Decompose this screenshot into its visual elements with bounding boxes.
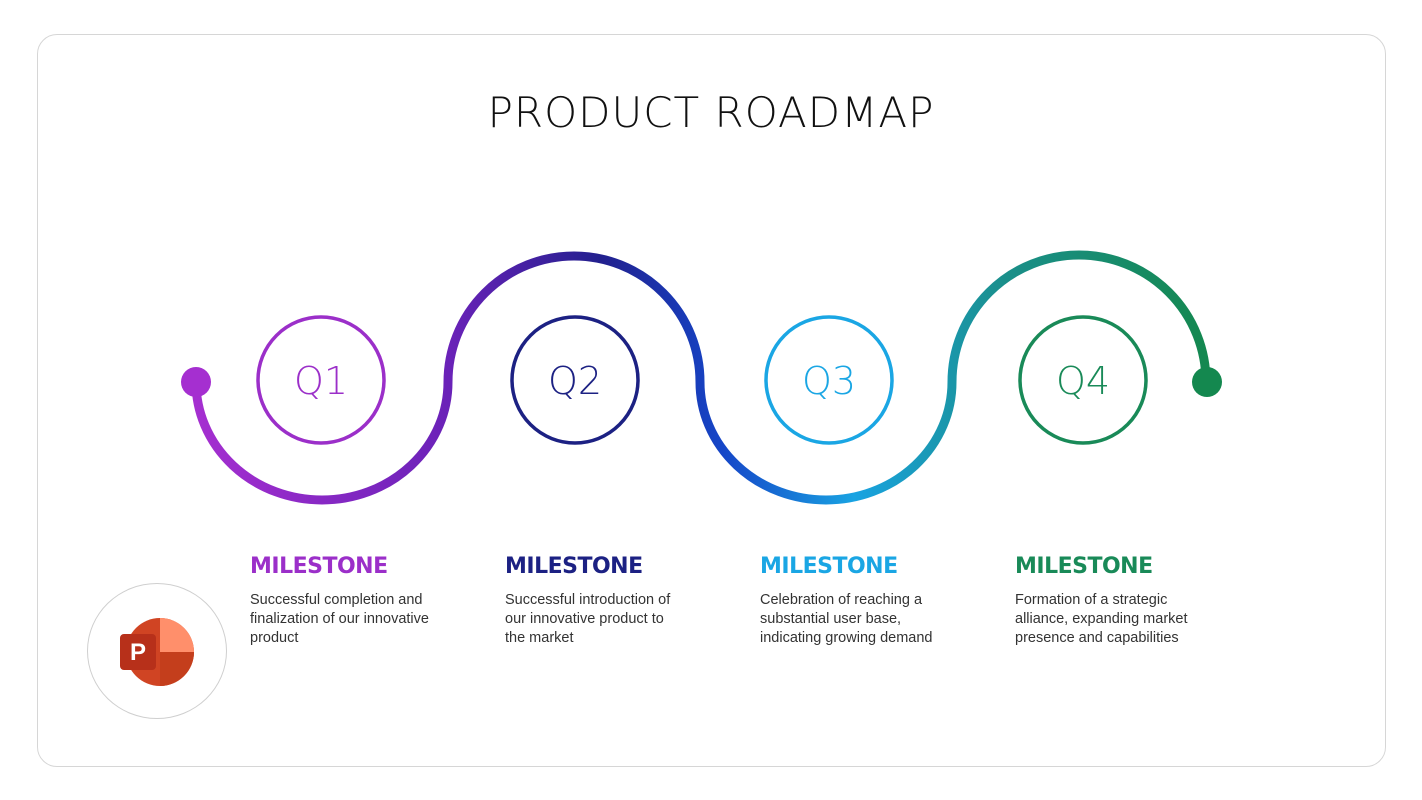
app-icon-badge: P [87, 583, 227, 719]
milestone-description: Celebration of reaching a substantial us… [760, 592, 933, 646]
quarter-circle-q2 [510, 315, 640, 445]
milestone-description: Formation of a strategic alliance, expan… [1015, 592, 1188, 646]
quarter-label: Q1 [294, 359, 348, 403]
milestone-3: MILESTONE Celebration of reaching a subst… [760, 554, 980, 648]
milestone-description: Successful completion and finalization o… [250, 592, 429, 646]
milestone-description: Successful introduction of our innovativ… [505, 592, 671, 646]
page-title: PRODUCT ROADMAP [487, 88, 935, 137]
quarter-circle-q4 [1018, 315, 1148, 445]
milestone-1: MILESTONE Successful completion and final… [250, 554, 470, 648]
milestone-heading: MILESTONE [250, 554, 388, 579]
milestone-2: MILESTONE Successful introduction of our … [505, 554, 725, 648]
quarter-label: Q3 [802, 359, 856, 403]
milestone-4: MILESTONE Formation of a strategic allian… [1015, 554, 1235, 648]
wave-path [191, 250, 1211, 505]
start-dot [181, 367, 211, 397]
quarter-label: Q2 [548, 359, 602, 403]
milestone-heading: MILESTONE [1015, 554, 1153, 579]
quarter-circle-q1 [256, 315, 386, 445]
quarter-circle-q3 [764, 315, 894, 445]
svg-text:P: P [130, 639, 146, 666]
end-dot [1192, 367, 1222, 397]
powerpoint-icon: P [120, 618, 194, 686]
milestone-heading: MILESTONE [760, 554, 898, 579]
milestone-heading: MILESTONE [505, 554, 643, 579]
quarter-label: Q4 [1056, 359, 1110, 403]
